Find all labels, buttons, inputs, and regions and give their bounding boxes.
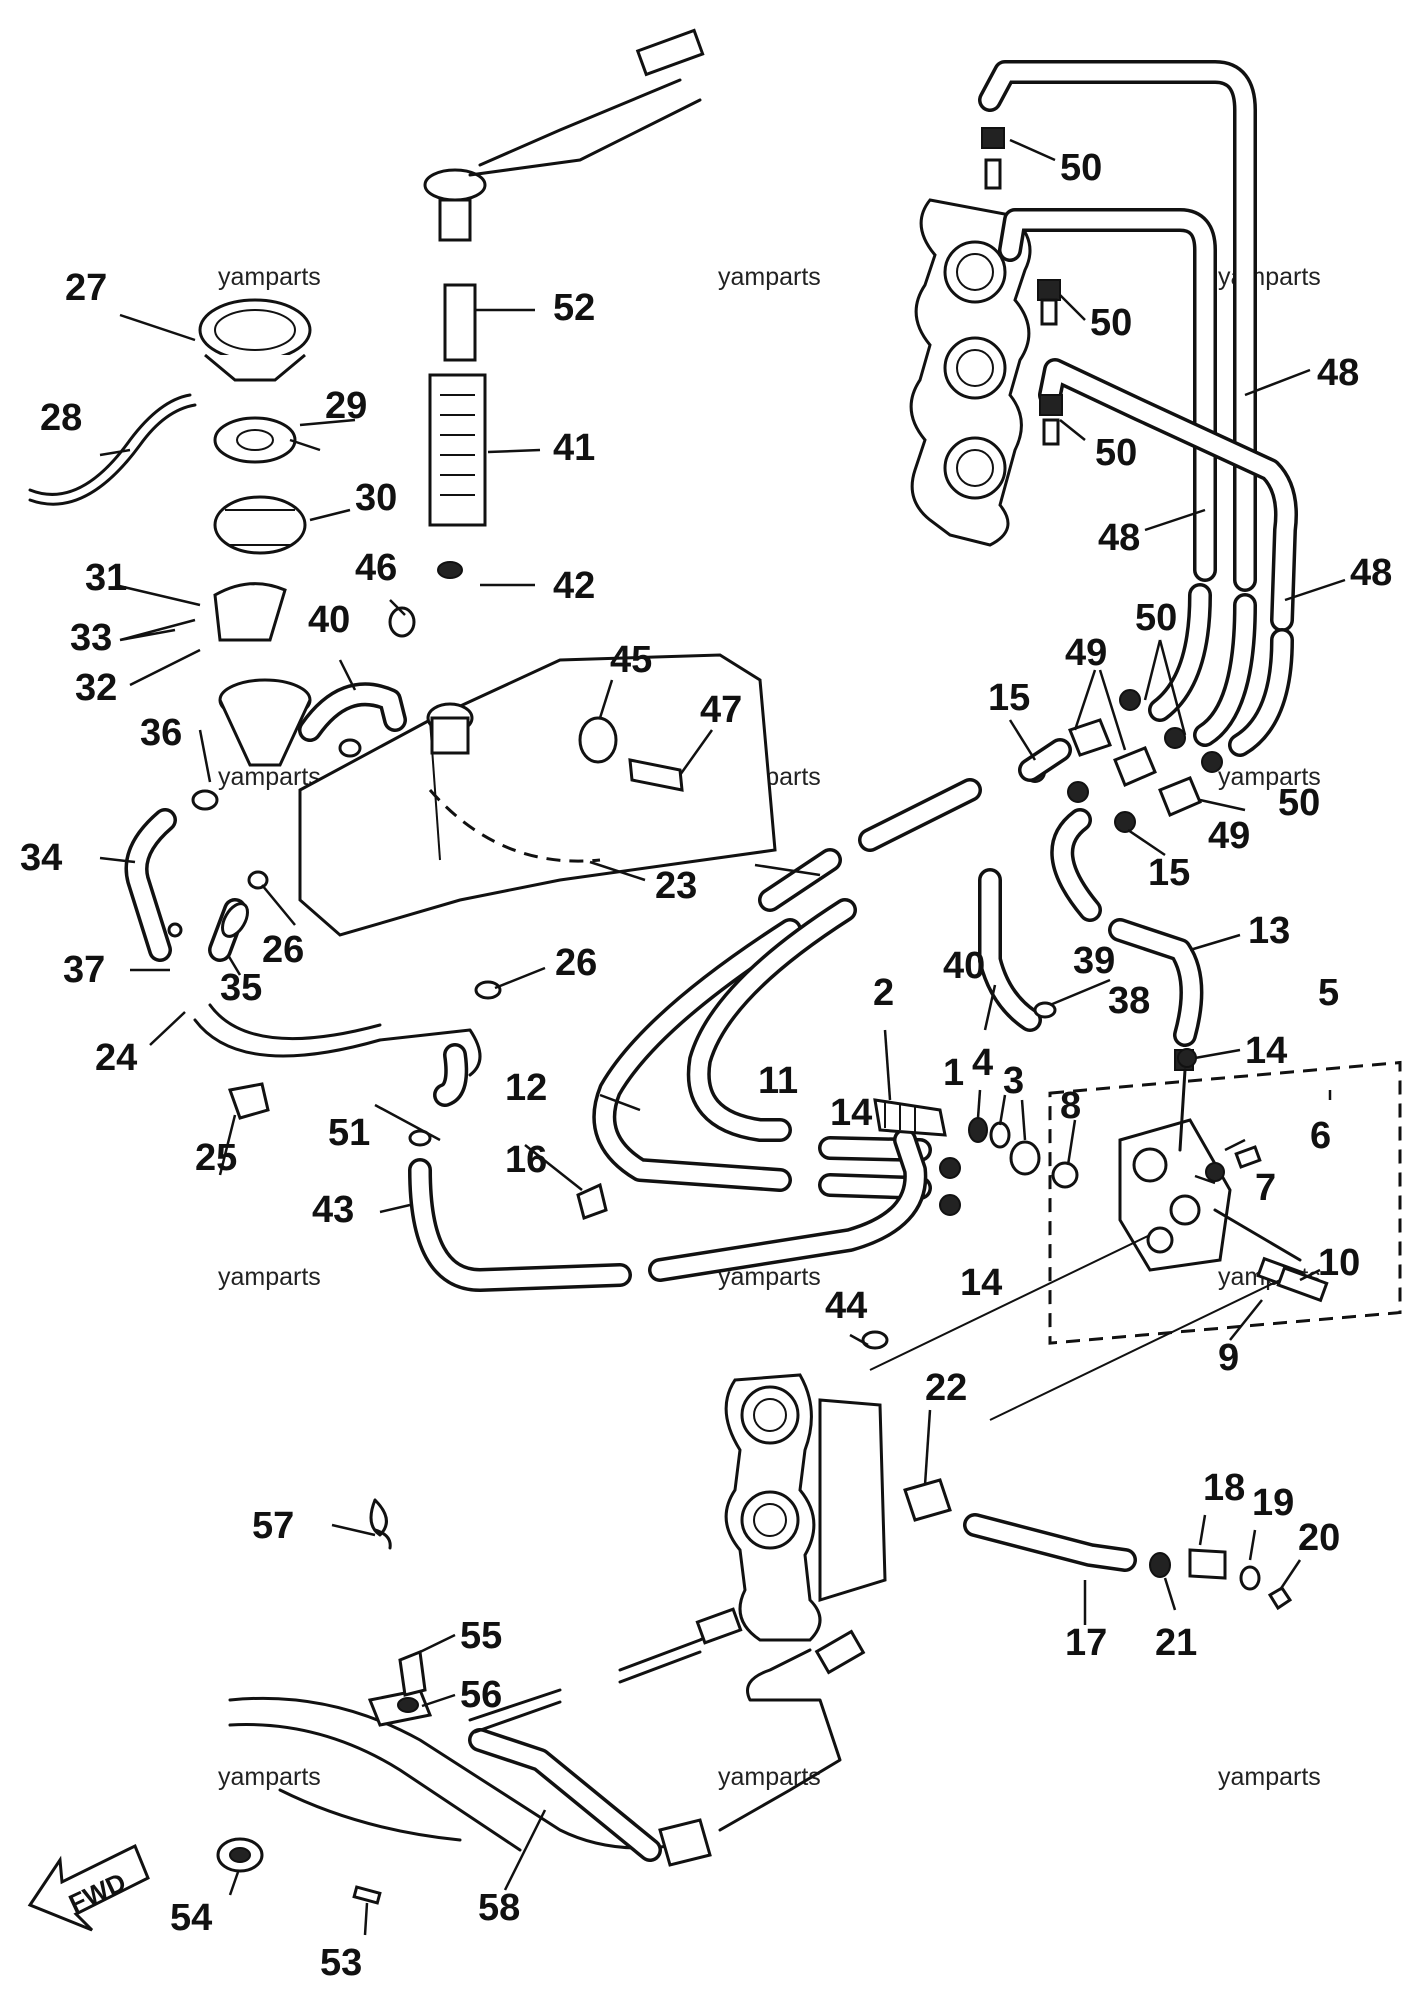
callout-50: 50 (1090, 302, 1132, 344)
leader-lines (99, 138, 1346, 1936)
callout-19: 19 (1252, 1482, 1294, 1524)
watermark: yamparts (718, 263, 821, 291)
callout-39: 39 (1073, 940, 1115, 982)
callout-54: 54 (170, 1897, 212, 1939)
callout-33: 33 (70, 617, 112, 659)
callout-42: 42 (553, 565, 595, 607)
callout-24: 24 (95, 1037, 137, 1079)
watermark: yamparts (218, 263, 321, 291)
callout-49: 49 (1208, 815, 1250, 857)
callout-49: 49 (1065, 632, 1107, 674)
callout-38: 38 (1108, 980, 1150, 1022)
callout-5: 5 (1318, 972, 1339, 1014)
oil-level-gauge (423, 28, 705, 579)
callout-55: 55 (460, 1615, 502, 1657)
callout-43: 43 (312, 1189, 354, 1231)
callout-23: 23 (655, 865, 697, 907)
callout-15: 15 (1148, 852, 1190, 894)
callout-35: 35 (220, 967, 262, 1009)
callout-3: 3 (1003, 1060, 1024, 1102)
callout-32: 32 (75, 667, 117, 709)
callout-29: 29 (325, 385, 367, 427)
callout-36: 36 (140, 712, 182, 754)
callout-10: 10 (1318, 1242, 1360, 1284)
callout-31: 31 (85, 557, 127, 599)
forward-arrow[interactable]: FWD (27, 1843, 150, 1932)
callout-16: 16 (505, 1139, 547, 1181)
oil-hoses-48 (978, 60, 1298, 757)
callout-14: 14 (960, 1262, 1002, 1304)
callout-11: 11 (758, 1060, 798, 1102)
callout-12: 12 (505, 1067, 547, 1109)
callout-2: 2 (873, 972, 894, 1014)
callout-4: 4 (972, 1042, 993, 1084)
clamps-and-small-parts (167, 606, 1197, 1550)
intake-manifold-upper (909, 198, 1032, 547)
callout-20: 20 (1298, 1517, 1340, 1559)
callout-50: 50 (1135, 597, 1177, 639)
filler-cap-assembly (198, 298, 312, 767)
main-hoses (408, 738, 1204, 1292)
callout-46: 46 (355, 547, 397, 589)
watermark: yamparts (1218, 1763, 1321, 1791)
callout-17: 17 (1065, 1622, 1107, 1664)
callout-26: 26 (262, 929, 304, 971)
callout-18: 18 (1203, 1467, 1245, 1509)
callout-48: 48 (1098, 517, 1140, 559)
callout-41: 41 (553, 427, 595, 469)
oil-tank (298, 653, 777, 937)
callout-14: 14 (1245, 1030, 1287, 1072)
callout-6: 6 (1310, 1115, 1331, 1157)
lower-fittings (903, 1478, 1293, 1611)
callout-25: 25 (195, 1137, 237, 1179)
callout-58: 58 (478, 1887, 520, 1929)
strap-28b (28, 403, 197, 506)
callout-48: 48 (1350, 552, 1392, 594)
callout-45: 45 (610, 639, 652, 681)
callout-8: 8 (1060, 1085, 1081, 1127)
watermark: yamparts (218, 1263, 321, 1291)
oil-pump-group-box (1048, 1060, 1402, 1345)
callout-48: 48 (1317, 352, 1359, 394)
callout-53: 53 (320, 1942, 362, 1984)
wiring-harness (216, 1498, 866, 1905)
callout-50: 50 (1278, 782, 1320, 824)
callout-26: 26 (555, 942, 597, 984)
callout-40: 40 (308, 599, 350, 641)
callout-28: 28 (40, 397, 82, 439)
callout-44: 44 (825, 1285, 867, 1327)
callout-57: 57 (252, 1505, 294, 1547)
strap-28 (28, 393, 192, 496)
callout-14: 14 (830, 1092, 872, 1134)
callout-47: 47 (700, 689, 742, 731)
watermark: yamparts (1218, 763, 1321, 791)
callout-21: 21 (1155, 1622, 1197, 1664)
intake-manifold-lower (724, 1373, 887, 1642)
callout-50: 50 (1095, 432, 1137, 474)
callout-30: 30 (355, 477, 397, 519)
watermark: yamparts (218, 1763, 321, 1791)
callout-56: 56 (460, 1674, 502, 1716)
callout-40: 40 (943, 945, 985, 987)
callout-50: 50 (1060, 147, 1102, 189)
callout-27: 27 (65, 267, 107, 309)
callout-37: 37 (63, 949, 105, 991)
callout-labels: 50 50 50 48 48 48 50 49 15 50 49 15 13 3… (20, 147, 1392, 1984)
callout-52: 52 (553, 287, 595, 329)
watermark: yamparts (718, 1763, 821, 1791)
callout-9: 9 (1218, 1337, 1239, 1379)
callout-22: 22 (925, 1367, 967, 1409)
check-valves-50 (981, 127, 1063, 446)
callout-15: 15 (988, 677, 1030, 719)
callout-34: 34 (20, 837, 62, 879)
callout-13: 13 (1248, 910, 1290, 952)
pump-to-manifold-lines (869, 1234, 1281, 1421)
callout-1: 1 (943, 1052, 964, 1094)
callout-7: 7 (1255, 1167, 1276, 1209)
callout-51: 51 (328, 1112, 370, 1154)
